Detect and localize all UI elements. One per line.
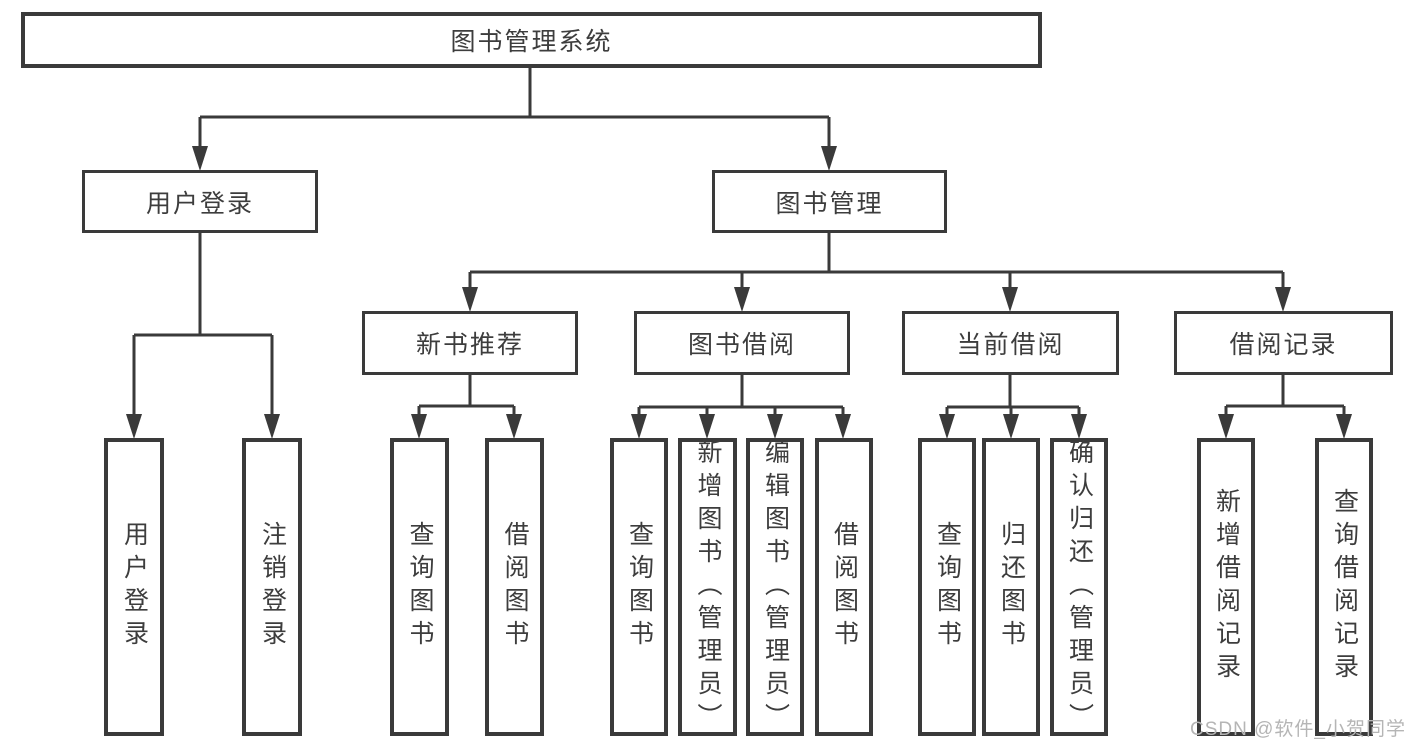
leaf-query-borrow-record-label: 查询借阅记录 [1330, 488, 1359, 686]
leaf-query-books-recommend-label: 查询图书 [406, 521, 434, 653]
node-current-borrowing: 当前借阅 [902, 311, 1119, 375]
leaf-add-book-admin: 新增图书（管理员） [678, 438, 737, 736]
node-book-borrowing-label: 图书借阅 [687, 331, 796, 359]
leaf-add-book-admin-label: 新增图书（管理员） [694, 438, 722, 736]
node-book-management: 图书管理 [712, 170, 947, 233]
leaf-logout-label: 注销登录 [258, 521, 287, 653]
leaf-return-books: 归还图书 [982, 438, 1040, 736]
node-library-management-system-label: 图书管理系统 [450, 28, 613, 56]
node-book-borrowing: 图书借阅 [634, 311, 850, 375]
node-current-borrowing-label: 当前借阅 [956, 331, 1065, 359]
node-user-login: 用户登录 [82, 170, 318, 233]
node-user-login-label: 用户登录 [145, 189, 254, 218]
leaf-edit-book-admin-label: 编辑图书（管理员） [761, 438, 790, 736]
leaf-add-borrow-record: 新增借阅记录 [1197, 438, 1255, 736]
leaf-query-books-borrowing: 查询图书 [610, 438, 668, 736]
node-new-book-recommendation: 新书推荐 [362, 311, 578, 375]
leaf-borrow-books-recommend-label: 借阅图书 [501, 521, 529, 653]
leaf-query-books-recommend: 查询图书 [390, 438, 449, 736]
leaf-query-books-borrowing-label: 查询图书 [625, 521, 654, 653]
leaf-logout: 注销登录 [242, 438, 302, 736]
leaf-user-login-label: 用户登录 [120, 521, 149, 653]
leaf-borrow-books-label: 借阅图书 [830, 521, 859, 653]
leaf-borrow-books-recommend: 借阅图书 [485, 438, 544, 736]
leaf-return-books-label: 归还图书 [997, 521, 1026, 653]
leaf-query-books-current: 查询图书 [918, 438, 976, 736]
node-new-book-recommendation-label: 新书推荐 [415, 331, 524, 359]
leaf-user-login: 用户登录 [104, 438, 164, 736]
node-library-management-system: 图书管理系统 [21, 12, 1042, 68]
watermark: CSDN @软件_小贺同学 [1190, 719, 1405, 740]
node-book-management-label: 图书管理 [775, 189, 884, 218]
node-borrowing-records: 借阅记录 [1174, 311, 1393, 375]
leaf-confirm-return-admin-label: 确认归还（管理员） [1065, 438, 1094, 736]
leaf-edit-book-admin: 编辑图书（管理员） [746, 438, 804, 736]
leaf-query-books-current-label: 查询图书 [933, 521, 962, 653]
leaf-add-borrow-record-label: 新增借阅记录 [1212, 488, 1241, 686]
leaf-confirm-return-admin: 确认归还（管理员） [1050, 438, 1108, 736]
node-borrowing-records-label: 借阅记录 [1229, 331, 1338, 359]
leaf-query-borrow-record: 查询借阅记录 [1315, 438, 1373, 736]
leaf-borrow-books: 借阅图书 [815, 438, 873, 736]
